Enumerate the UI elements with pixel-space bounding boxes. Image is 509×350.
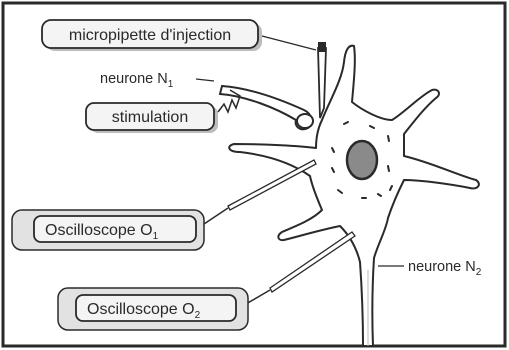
- stimulation-label-text: stimulation: [112, 109, 188, 126]
- micropipette-label-text: micropipette d'injection: [69, 27, 231, 44]
- micropipette-label: micropipette d'injection: [42, 20, 262, 51]
- electrode-o2: [246, 232, 355, 304]
- nucleus: [347, 141, 377, 179]
- synaptic-button: [297, 114, 313, 128]
- neuron-n2-outline: [229, 46, 479, 346]
- neuron1-label: neurone N1: [100, 71, 174, 90]
- micropipette-leader: [262, 36, 316, 50]
- oscilloscope-o2-label: Oscilloscope O2: [58, 288, 248, 330]
- stimulation-label: stimulation: [86, 103, 218, 133]
- electrode-o1: [204, 160, 316, 224]
- micropipette-body: [318, 48, 326, 118]
- neuron1-label-text: neurone N1: [100, 71, 174, 90]
- neuron-n2: [229, 46, 479, 346]
- micropipette-head: [318, 42, 326, 52]
- oscilloscope-o1-label: Oscilloscope O1: [12, 210, 204, 250]
- neuron2-label: neurone N2: [408, 259, 482, 278]
- neuron2-label-text: neurone N2: [408, 259, 482, 278]
- neuron1-pointer: [196, 79, 214, 81]
